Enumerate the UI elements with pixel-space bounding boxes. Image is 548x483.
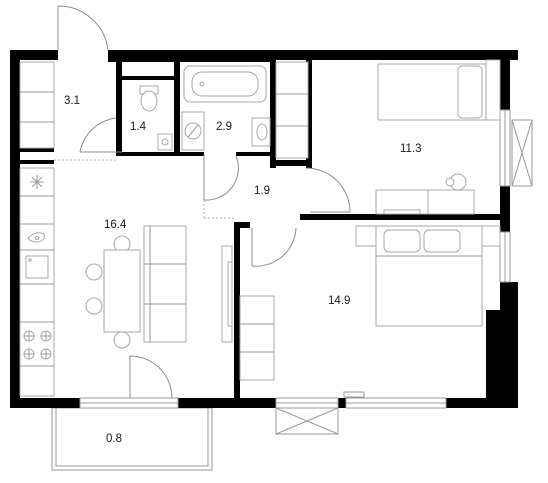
bedroom-small-furniture [275,59,501,215]
area-label-bedroom-small: 11.3 [400,143,422,155]
toilet-fixtures [139,85,173,151]
kitchen-counter [19,167,55,397]
balcony-outline [51,407,213,471]
zone-separators [54,159,234,219]
area-label-hall: 3.1 [64,95,80,107]
fridge-icon [30,175,44,189]
area-label-kitchen-living: 16.4 [104,219,127,231]
sofa [143,225,187,343]
area-label-toilet: 1.4 [130,121,147,133]
bedroom-large-furniture [239,225,501,381]
area-label-balcony: 0.8 [106,433,122,445]
tv-stand [221,245,233,343]
sink-icon [27,232,45,243]
area-label-bathroom: 2.9 [216,121,232,133]
interior-walls [20,60,500,398]
hall-wardrobe [19,61,55,149]
bathroom-fixtures [181,65,271,151]
cooktop-icon [23,330,52,360]
area-label-corridor: 1.9 [254,185,270,197]
dining-set [85,235,141,349]
windows [79,109,533,435]
dishwasher-icon [25,255,49,279]
doors [57,5,351,399]
balcony-railing [55,407,209,467]
outer-walls [10,50,518,408]
area-label-bedroom-large: 14.9 [328,295,350,307]
